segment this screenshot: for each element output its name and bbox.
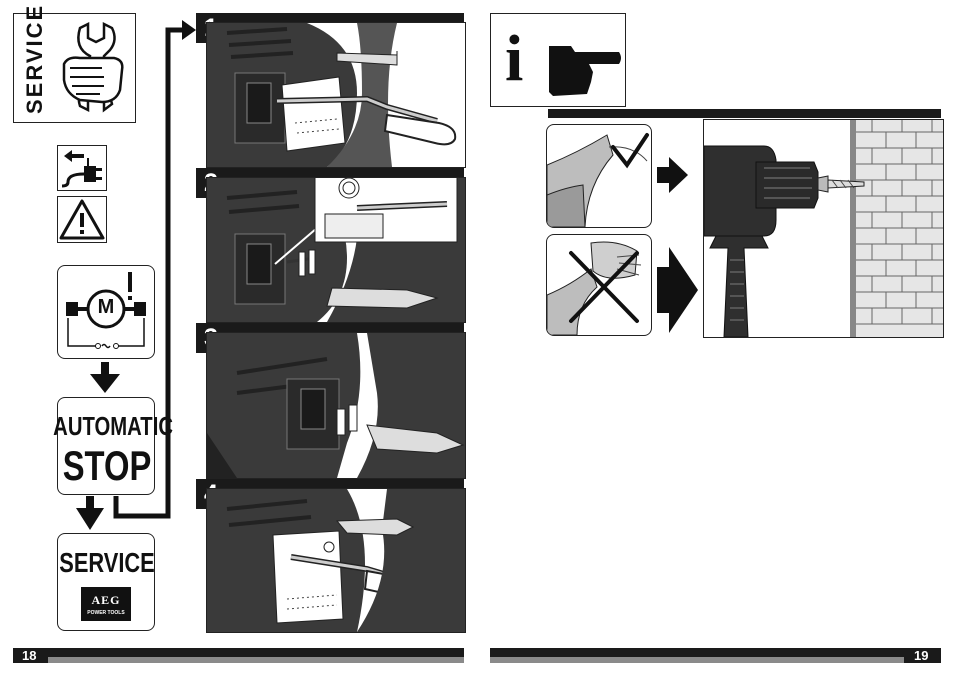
arrow-right-small-icon	[657, 157, 688, 193]
arrow-down-icon	[76, 496, 104, 530]
arrow-right-large-icon	[657, 247, 698, 333]
automatic-label: AUTOMATIC	[53, 411, 173, 441]
tip-label: TIP	[535, 50, 550, 74]
left-footer-grey	[48, 657, 464, 663]
tip-illustration-bar	[548, 109, 941, 118]
step-3-illustration	[206, 332, 466, 479]
step-4-illustration	[206, 488, 466, 633]
service-aeg-box: SERVICE AEG POWER TOOLS	[57, 533, 155, 631]
page-number-left: 18	[22, 648, 37, 663]
motor-icon	[66, 272, 146, 349]
flow-connector	[113, 20, 196, 519]
drill-wall-image	[703, 119, 944, 338]
correct-posture-image	[546, 124, 652, 228]
unplug-box	[57, 145, 107, 191]
step-1-illustration	[206, 22, 466, 168]
step-4-bar	[196, 479, 464, 488]
service-label: SERVICE	[59, 547, 155, 578]
tip-box: i TIP	[490, 13, 626, 107]
service-vertical-label: SERVICE	[22, 3, 47, 114]
wrench-hand-icon	[62, 21, 124, 113]
stop-label: STOP	[62, 442, 152, 489]
step-3-bar	[196, 323, 464, 332]
unplug-icon	[61, 150, 102, 188]
step-2-bar	[196, 168, 464, 177]
automatic-stop-box: AUTOMATIC STOP	[53, 397, 173, 495]
service-box: SERVICE	[13, 4, 136, 123]
right-footer-grey	[490, 657, 904, 663]
motor-box: M	[57, 265, 155, 359]
incorrect-posture-image	[546, 234, 652, 336]
step-2-illustration	[206, 177, 466, 323]
warning-box	[57, 196, 107, 243]
tip-pointing-hand-icon	[549, 46, 621, 96]
aeg-logo: AEG POWER TOOLS	[81, 587, 131, 621]
warning-icon	[59, 199, 105, 240]
aeg-logo-sub: POWER TOOLS	[87, 610, 125, 616]
step-1-bar	[196, 13, 464, 22]
page-number-right: 19	[914, 648, 929, 663]
tip-icon-letter: i	[505, 22, 524, 95]
motor-label: M	[97, 296, 115, 318]
aeg-logo-brand: AEG	[91, 593, 121, 607]
arrow-down-icon	[90, 362, 120, 393]
